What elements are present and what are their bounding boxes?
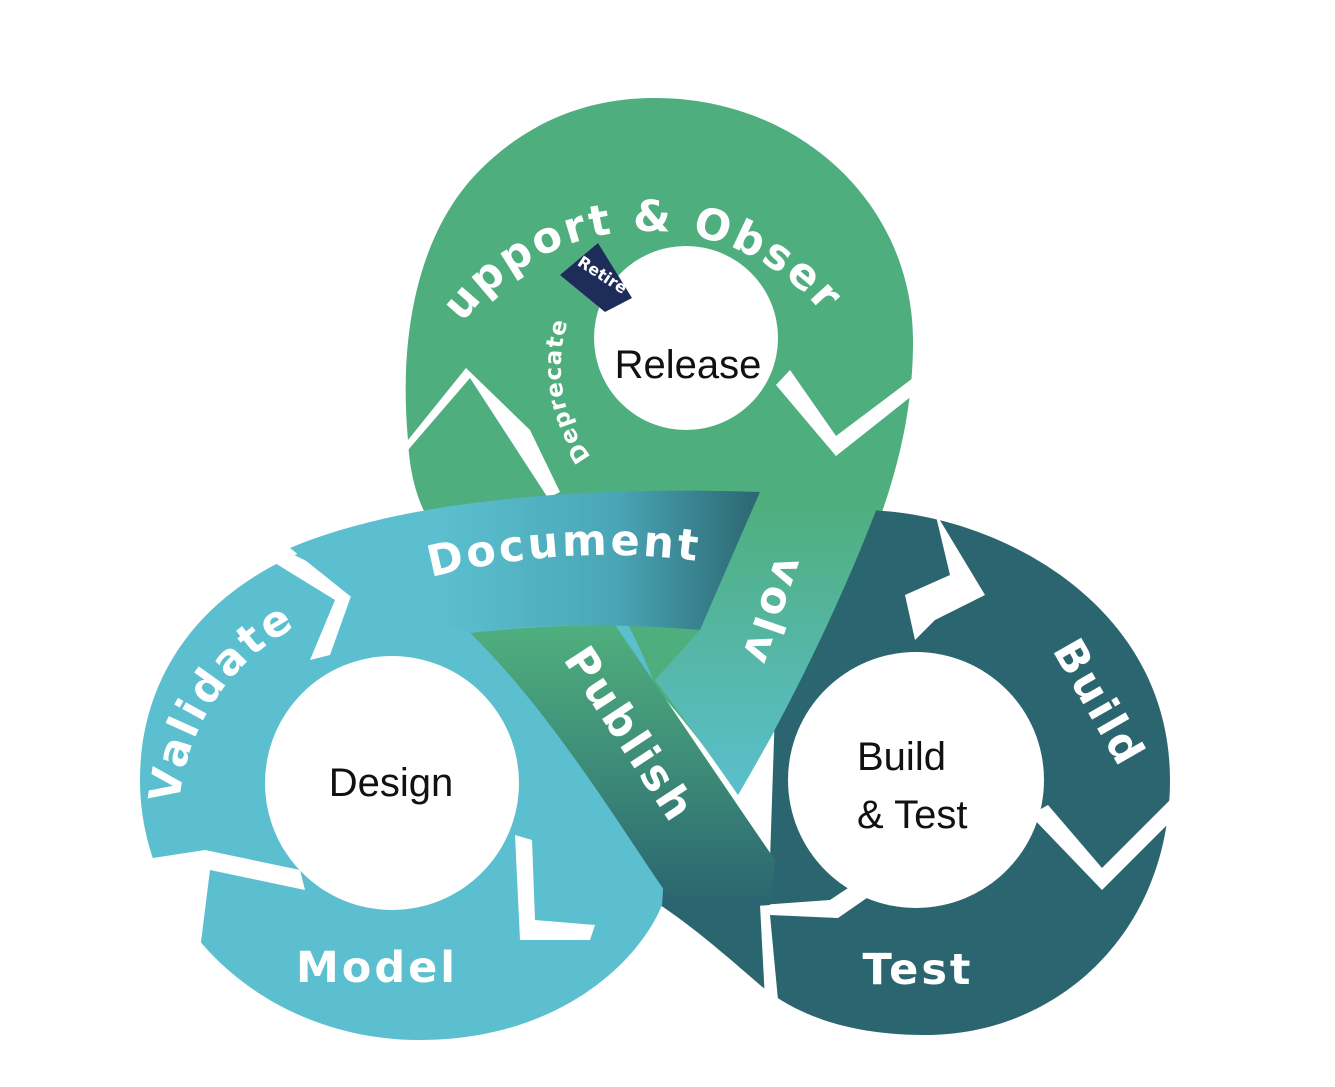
hub-release-label: Release [615, 343, 762, 387]
test-label: Test [863, 945, 974, 995]
darkteal-notch-right [1030, 798, 1172, 890]
release-hub [594, 246, 778, 430]
hub-test-label: & Test [857, 793, 967, 837]
green-notch-left [408, 368, 560, 498]
lightteal-notch-bottom-right [515, 835, 595, 940]
document-band [290, 490, 760, 633]
hub-design-label: Design [329, 761, 454, 805]
build-test-hub [788, 652, 1044, 908]
evolve-band [655, 476, 880, 795]
deprecate-ring [535, 253, 604, 485]
design-hub [265, 656, 519, 910]
model-label: Model [296, 943, 458, 993]
publish-band [470, 625, 775, 912]
hub-build-label: Build [857, 735, 946, 779]
darkteal-notch-top [905, 512, 985, 640]
lightteal-notch-bottom-left [140, 850, 305, 950]
green-notch-right [776, 370, 913, 456]
retire-tab [560, 243, 632, 312]
